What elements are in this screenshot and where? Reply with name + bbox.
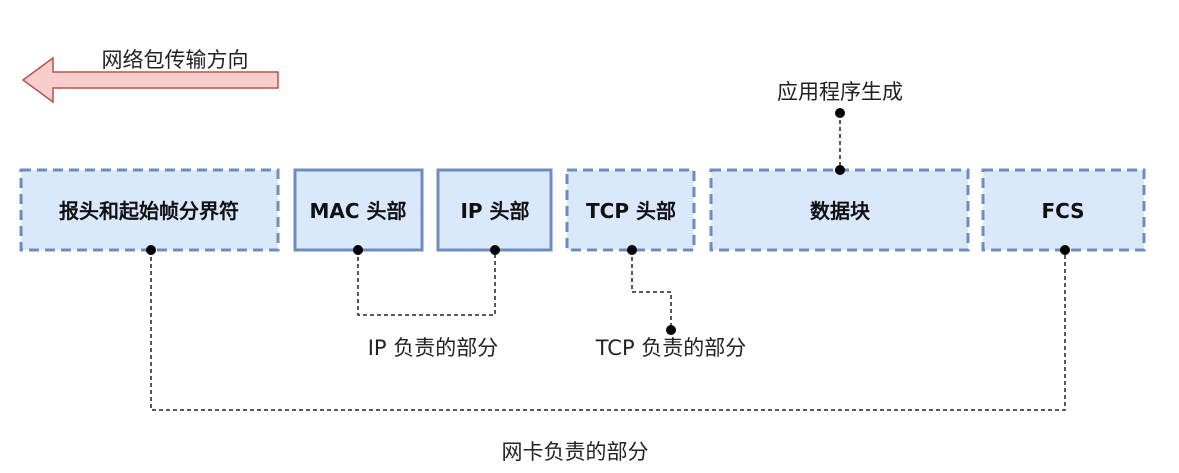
svg-text:报头和起始帧分界符: 报头和起始帧分界符 — [59, 199, 239, 223]
ip-connector — [357, 250, 496, 316]
svg-text:FCS: FCS — [1041, 199, 1084, 223]
segment-fcs: FCS — [981, 168, 1146, 252]
segment-mac-header: MAC 头部 — [293, 168, 424, 252]
svg-text:IP 头部: IP 头部 — [460, 199, 529, 223]
segment-data-block: 数据块 — [709, 168, 970, 252]
connector-dot — [1060, 245, 1070, 255]
svg-text:MAC 头部: MAC 头部 — [309, 199, 406, 223]
connector-dot — [490, 245, 500, 255]
left-arrow-icon — [21, 56, 279, 104]
ip-responsible-label: IP 负责的部分 — [368, 336, 499, 360]
app-generated-label: 应用程序生成 — [777, 80, 903, 104]
nic-responsible-label: 网卡负责的部分 — [502, 440, 649, 464]
connector-dot — [666, 325, 676, 335]
tcp-connector — [631, 250, 672, 330]
connector-dot — [353, 245, 363, 255]
direction-label: 网络包传输方向 — [102, 48, 249, 72]
segment-tcp-header: TCP 头部 — [565, 168, 696, 252]
svg-text:数据块: 数据块 — [810, 199, 871, 223]
connector-dot — [835, 108, 845, 118]
connector-dot — [835, 165, 845, 175]
connector-dot — [627, 245, 637, 255]
segment-ip-header: IP 头部 — [436, 168, 553, 252]
tcp-responsible-label: TCP 负责的部分 — [595, 336, 747, 360]
nic-connector — [150, 250, 1066, 411]
svg-text:TCP 头部: TCP 头部 — [586, 199, 676, 223]
segment-preamble: 报头和起始帧分界符 — [19, 168, 280, 252]
connector-dot — [146, 245, 156, 255]
